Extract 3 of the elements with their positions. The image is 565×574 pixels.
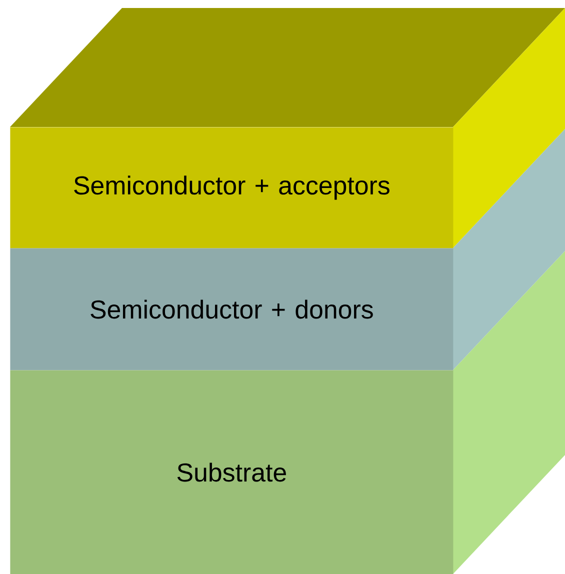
layer-box: Substrate [10, 370, 454, 574]
layer-box: Semiconductor + acceptors [10, 127, 454, 248]
layer-box: Semiconductor + donors [10, 248, 454, 370]
